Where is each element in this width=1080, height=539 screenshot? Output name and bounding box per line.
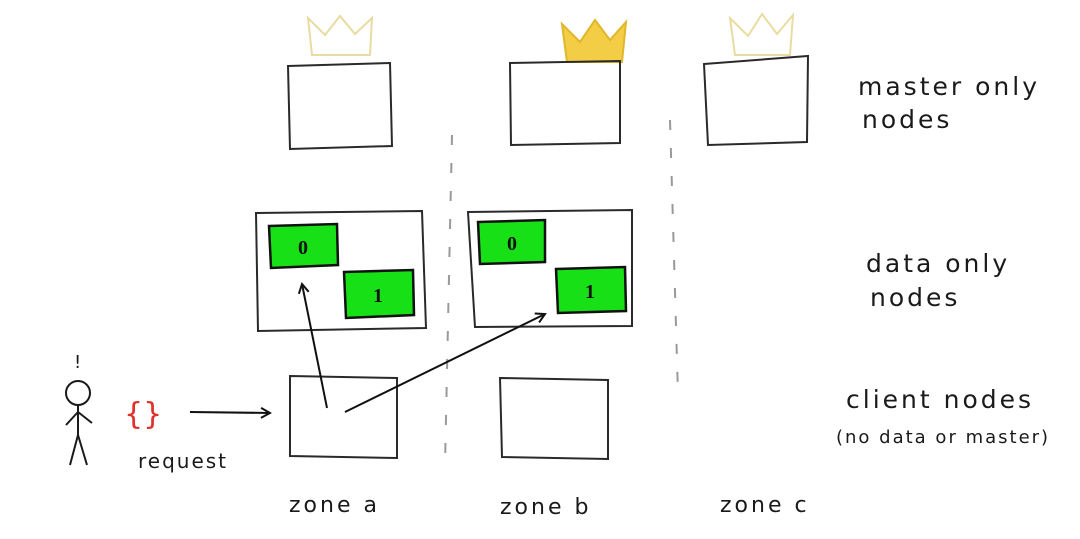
route-arrow-shard-0 <box>302 284 328 409</box>
master-node-zone-a <box>286 61 394 151</box>
zone-label-a: zone a <box>289 493 380 518</box>
zone-divider-ab <box>444 134 453 466</box>
data-row-label-line1: data only <box>866 249 1010 278</box>
shard-0-zone-b: 0 <box>476 218 547 266</box>
stick-figure-icon <box>65 380 93 466</box>
master-node-zone-b <box>508 59 621 147</box>
shard-label: 1 <box>373 285 383 307</box>
client-node-zone-b <box>498 376 609 461</box>
data-node-zone-a <box>254 209 428 333</box>
crown-icon <box>728 11 795 56</box>
data-node-zone-b <box>466 208 633 329</box>
zone-label-b: zone b <box>500 495 591 520</box>
request-braces: {} <box>124 397 162 432</box>
shard-label: 0 <box>298 237 308 259</box>
shard-label: 0 <box>507 233 517 255</box>
zone-label-c: zone c <box>720 493 810 518</box>
zone-divider-bc <box>669 119 679 396</box>
shard-label: 1 <box>585 281 595 303</box>
data-row-label-line2: nodes <box>870 283 960 312</box>
crown-icon <box>306 14 374 56</box>
request-arrow <box>189 412 270 413</box>
shard-0-zone-a: 0 <box>267 222 340 270</box>
request-label: request <box>138 449 228 473</box>
master-row-label-line1: master only <box>858 72 1040 101</box>
shard-1-zone-a: 1 <box>342 268 416 320</box>
client-row-label-line1: client nodes <box>846 385 1034 414</box>
master-row-label-line2: nodes <box>862 105 952 134</box>
crown-icon <box>560 18 628 63</box>
route-arrow-shard-1 <box>344 314 545 413</box>
exclamation-mark: ! <box>74 352 81 373</box>
master-node-zone-c <box>702 54 810 147</box>
shard-1-zone-b: 1 <box>554 265 628 315</box>
client-row-label-line2: (no data or master) <box>836 427 1050 448</box>
client-node-zone-a <box>289 374 398 460</box>
